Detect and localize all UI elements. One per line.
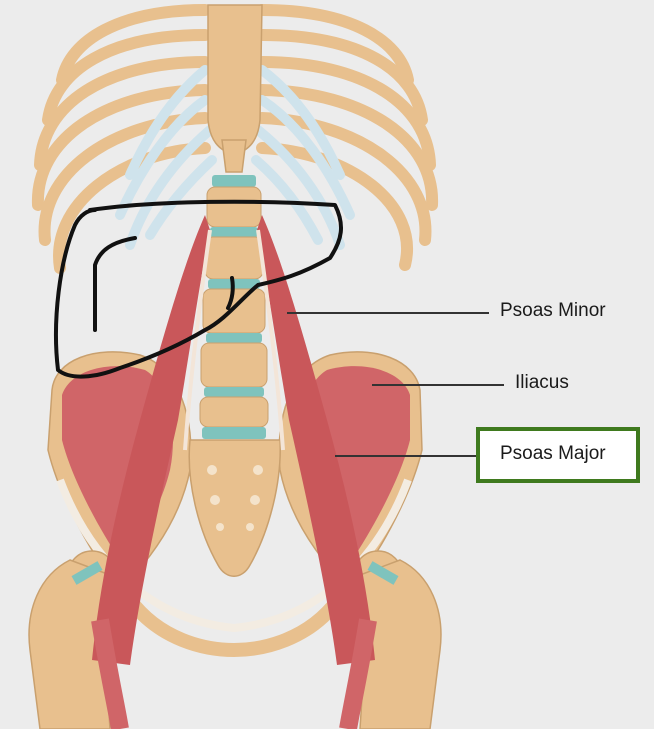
iliacus-label: Iliacus bbox=[515, 372, 569, 394]
psoas-minor-leader-line bbox=[287, 312, 489, 314]
iliacus-leader-line bbox=[372, 384, 504, 386]
psoas-major-label: Psoas Major bbox=[500, 443, 606, 465]
psoas-minor-label: Psoas Minor bbox=[500, 300, 606, 322]
psoas-major-leader-line bbox=[335, 455, 485, 457]
